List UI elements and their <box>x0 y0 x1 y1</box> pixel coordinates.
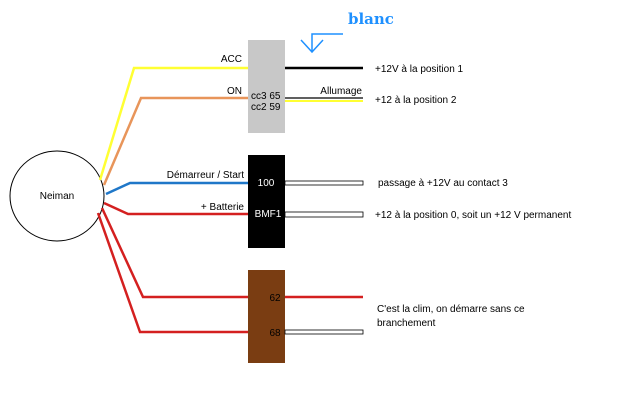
middle-connector <box>248 155 285 248</box>
top-connector-line-2: cc2 59 <box>251 102 281 113</box>
pos2-text: +12 à la position 2 <box>375 95 457 106</box>
acc-label: ACC <box>221 54 242 65</box>
blanc-arrow-line <box>311 33 343 52</box>
allumage-label: Allumage <box>320 86 362 97</box>
clim-text-line-1: C'est la clim, on démarre sans ce <box>377 304 525 315</box>
on-wire <box>102 96 248 186</box>
neiman-ellipse <box>9 150 105 242</box>
clim-wire-62 <box>100 207 248 299</box>
battery-wire <box>103 201 248 216</box>
bottom-connector-pin-68: 68 <box>269 328 281 339</box>
blanc-annotation: blanc <box>348 10 394 28</box>
start-label: Démarreur / Start <box>167 170 244 181</box>
on-label: ON <box>227 86 242 97</box>
middle-connector-pin-100: 100 <box>258 178 275 189</box>
permanent-text: +12 à la position 0, soit un +12 V perma… <box>375 210 571 221</box>
top-connector-line-1: cc3 65 <box>251 91 281 102</box>
neiman-label: Neiman <box>40 191 74 202</box>
middle-connector-pin-bmf1: BMF1 <box>255 209 282 220</box>
contact3-output-wire <box>284 180 364 186</box>
clim-wire-68 <box>96 212 248 334</box>
clim-output-wire-68 <box>284 329 364 335</box>
start-wire <box>105 181 248 196</box>
pos1-text: +12V à la position 1 <box>375 64 464 75</box>
bottom-connector-pin-62: 62 <box>269 293 281 304</box>
contact3-text: passage à +12V au contact 3 <box>378 178 508 189</box>
bottom-connector <box>248 270 285 363</box>
top-connector <box>248 40 285 133</box>
acc-wire <box>98 66 248 181</box>
battery-label: + Batterie <box>201 202 245 213</box>
clim-text-line-2: branchement <box>377 318 436 329</box>
permanent-output-wire <box>284 211 364 218</box>
blanc-arrow-head <box>300 39 324 54</box>
